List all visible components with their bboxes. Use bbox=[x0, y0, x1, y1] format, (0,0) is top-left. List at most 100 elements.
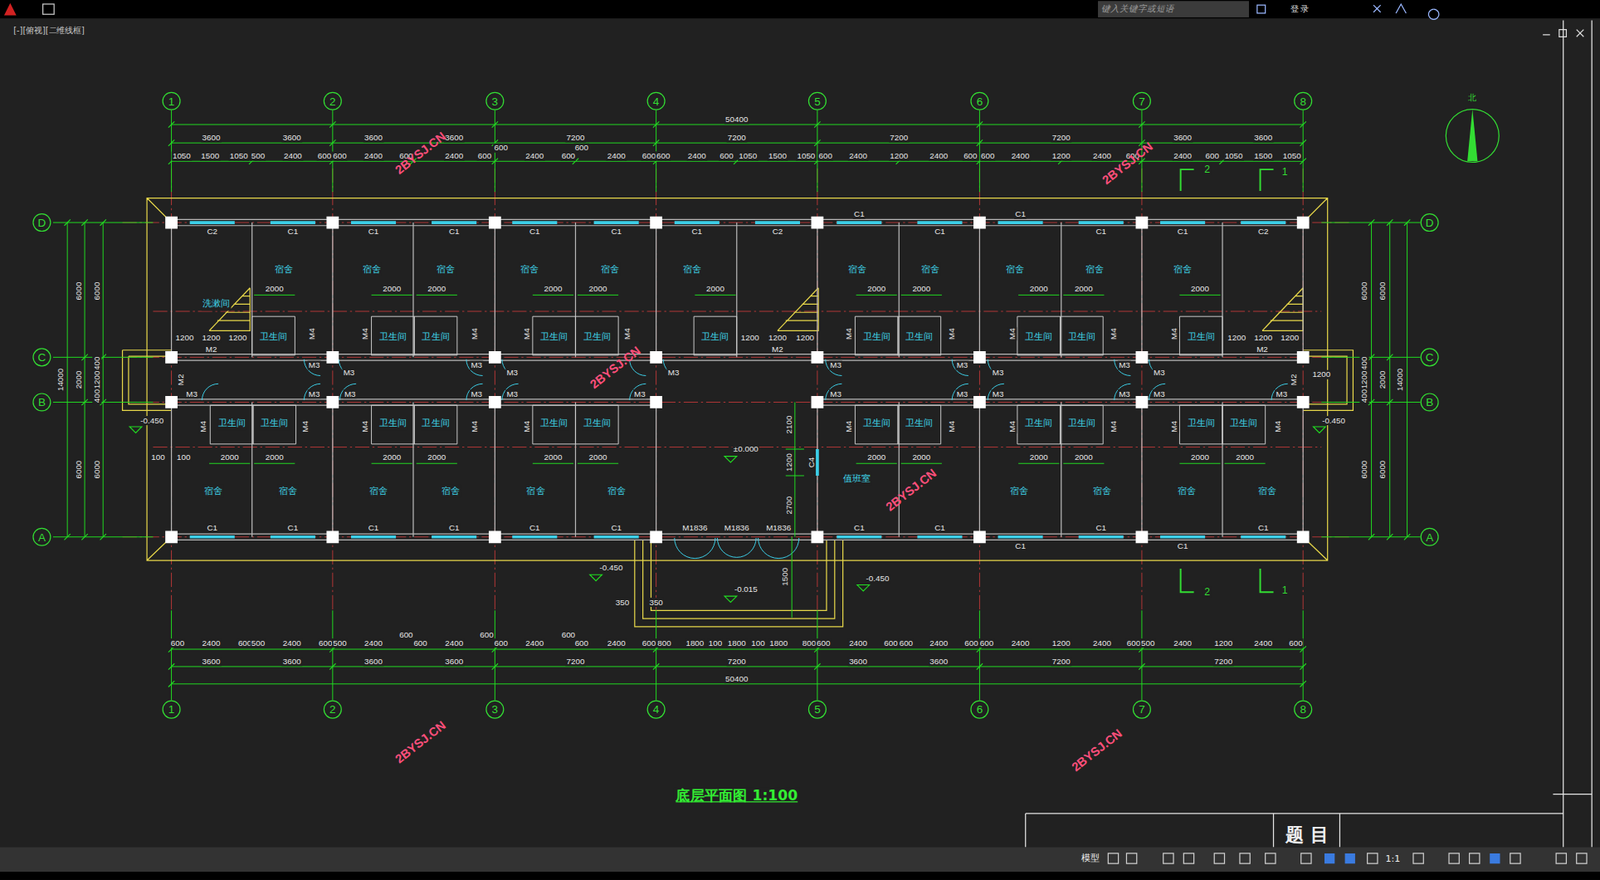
grid-label: 2 bbox=[329, 703, 337, 716]
plan-annotation: 600 bbox=[1204, 151, 1220, 161]
plan-annotation: 1200 bbox=[784, 452, 794, 473]
plan-annotation: 6000 bbox=[73, 458, 83, 479]
plan-annotation: 600 bbox=[1126, 638, 1142, 648]
status-bar bbox=[0, 847, 1600, 873]
plan-annotation: 600 bbox=[655, 151, 672, 161]
plan-annotation: M2 bbox=[1289, 372, 1299, 386]
plan-annotation: 2400 bbox=[1172, 151, 1193, 161]
room-name: 卫生间 bbox=[581, 416, 612, 430]
plan-annotation: 100 bbox=[150, 452, 166, 462]
plan-annotation: 3600 bbox=[281, 132, 302, 142]
plan-annotation: M3 bbox=[633, 389, 647, 399]
grid-label: 8 bbox=[1299, 703, 1307, 716]
room-name: 卫生间 bbox=[861, 416, 892, 430]
grid-bubble: C bbox=[1420, 347, 1440, 366]
plan-annotation: 1200 bbox=[227, 332, 248, 342]
plan-annotation: 7200 bbox=[1051, 132, 1072, 142]
plan-annotation: M3 bbox=[341, 367, 356, 377]
plan-annotation: 100 bbox=[750, 638, 766, 648]
room-name: 宿舍 bbox=[1176, 483, 1198, 498]
plan-annotation: 600 bbox=[170, 638, 186, 648]
plan-annotation: 7200 bbox=[565, 656, 586, 666]
plan-annotation: 2400 bbox=[524, 638, 545, 648]
plan-annotation: M3 bbox=[955, 360, 969, 371]
plan-annotation: M3 bbox=[829, 389, 843, 399]
plan-annotation: M1836 bbox=[722, 522, 751, 532]
plan-annotation: C1 bbox=[690, 227, 703, 237]
plan-annotation: 2400 bbox=[848, 151, 869, 161]
plan-annotation: 400 bbox=[92, 388, 102, 405]
plan-annotation: C2 bbox=[205, 227, 219, 237]
grid-bubble: 6 bbox=[970, 92, 989, 111]
plan-annotation: 500 bbox=[331, 638, 348, 648]
plan-annotation: M4 bbox=[1273, 419, 1283, 434]
room-name: 宿舍 bbox=[273, 263, 295, 277]
grid-bubble: 3 bbox=[485, 92, 504, 111]
plan-annotation: 1050 bbox=[795, 151, 816, 161]
plan-annotation: 1200 bbox=[1279, 332, 1300, 342]
plan-annotation: 6000 bbox=[92, 280, 102, 301]
plan-annotation: M4 bbox=[1170, 326, 1180, 341]
room-name: 宿舍 bbox=[1092, 483, 1113, 498]
plan-annotation: 7200 bbox=[726, 132, 747, 142]
plan-annotation: 3600 bbox=[848, 656, 869, 666]
room-name: 宿舍 bbox=[203, 483, 225, 498]
login-text: 登录 bbox=[1290, 3, 1309, 16]
room-name: 宿舍 bbox=[519, 263, 541, 277]
grid-bubble: 1 bbox=[162, 92, 181, 111]
plan-annotation: 7200 bbox=[565, 132, 586, 142]
plan-annotation: 2000 bbox=[542, 452, 563, 462]
plan-annotation: 1050 bbox=[171, 151, 192, 161]
plan-annotation: 2400 bbox=[281, 638, 302, 648]
plan-annotation: 1050 bbox=[1281, 151, 1302, 161]
plan-annotation: 500 bbox=[1140, 638, 1157, 648]
plan-annotation: C1 bbox=[853, 522, 866, 532]
room-name: 宿舍 bbox=[605, 483, 627, 498]
plan-annotation: 350 bbox=[648, 597, 664, 607]
room-name: 卫生间 bbox=[1067, 330, 1098, 344]
plan-annotation: 2400 bbox=[928, 638, 949, 648]
plan-annotation: 2000 bbox=[73, 369, 83, 390]
plan-annotation: 2400 bbox=[848, 638, 869, 648]
plan-annotation: C1 bbox=[1094, 227, 1108, 237]
plan-annotation: M4 bbox=[521, 419, 532, 434]
windows bbox=[190, 222, 1287, 537]
plan-annotation: 600 bbox=[718, 151, 735, 161]
plan-annotation: C1 bbox=[286, 522, 299, 532]
room-name: 卫生间 bbox=[259, 416, 290, 430]
room-name: 卫生间 bbox=[1185, 416, 1216, 430]
plan-annotation: M3 bbox=[505, 367, 519, 377]
plan-annotation: M4 bbox=[947, 326, 957, 341]
title-bar bbox=[0, 0, 1600, 19]
plan-annotation: M1836 bbox=[765, 522, 793, 532]
plan-annotation: C1 bbox=[528, 522, 542, 532]
columns bbox=[165, 216, 1309, 543]
plan-annotation: 6000 bbox=[1359, 458, 1369, 479]
search-placeholder: 键入关键字或短语 bbox=[1101, 3, 1176, 16]
plan-annotation: M4 bbox=[521, 326, 532, 341]
plan-annotation: 600 bbox=[317, 151, 333, 161]
plan-annotation: 14000 bbox=[55, 366, 65, 392]
plan-annotation: -0.450 bbox=[1321, 415, 1347, 425]
plan-annotation: M2 bbox=[770, 344, 785, 354]
plan-annotation: 2400 bbox=[1092, 151, 1113, 161]
toolbar-icons bbox=[1257, 4, 1440, 20]
plan-annotation: 500 bbox=[250, 638, 267, 648]
plan-annotation: C1 bbox=[853, 209, 866, 220]
plan-annotation: 7200 bbox=[726, 656, 747, 666]
grid-bubble: 1 bbox=[162, 700, 181, 719]
plan-annotation: 600 bbox=[641, 151, 658, 161]
plan-annotation: M4 bbox=[360, 326, 371, 341]
plan-annotation: 3600 bbox=[1172, 132, 1193, 142]
axis-lines bbox=[122, 168, 1353, 613]
plan-annotation: C1 bbox=[609, 227, 623, 237]
plan-annotation: 600 bbox=[478, 629, 495, 640]
plan-annotation: -0.450 bbox=[598, 562, 624, 572]
plan-annotation: M3 bbox=[955, 389, 969, 399]
plan-annotation: 600 bbox=[1287, 638, 1304, 648]
plan-annotation: 1200 bbox=[1051, 151, 1072, 161]
window-bottom bbox=[0, 871, 1600, 880]
plan-annotation: -0.015 bbox=[733, 584, 759, 594]
room-name: 卫生间 bbox=[378, 416, 409, 430]
